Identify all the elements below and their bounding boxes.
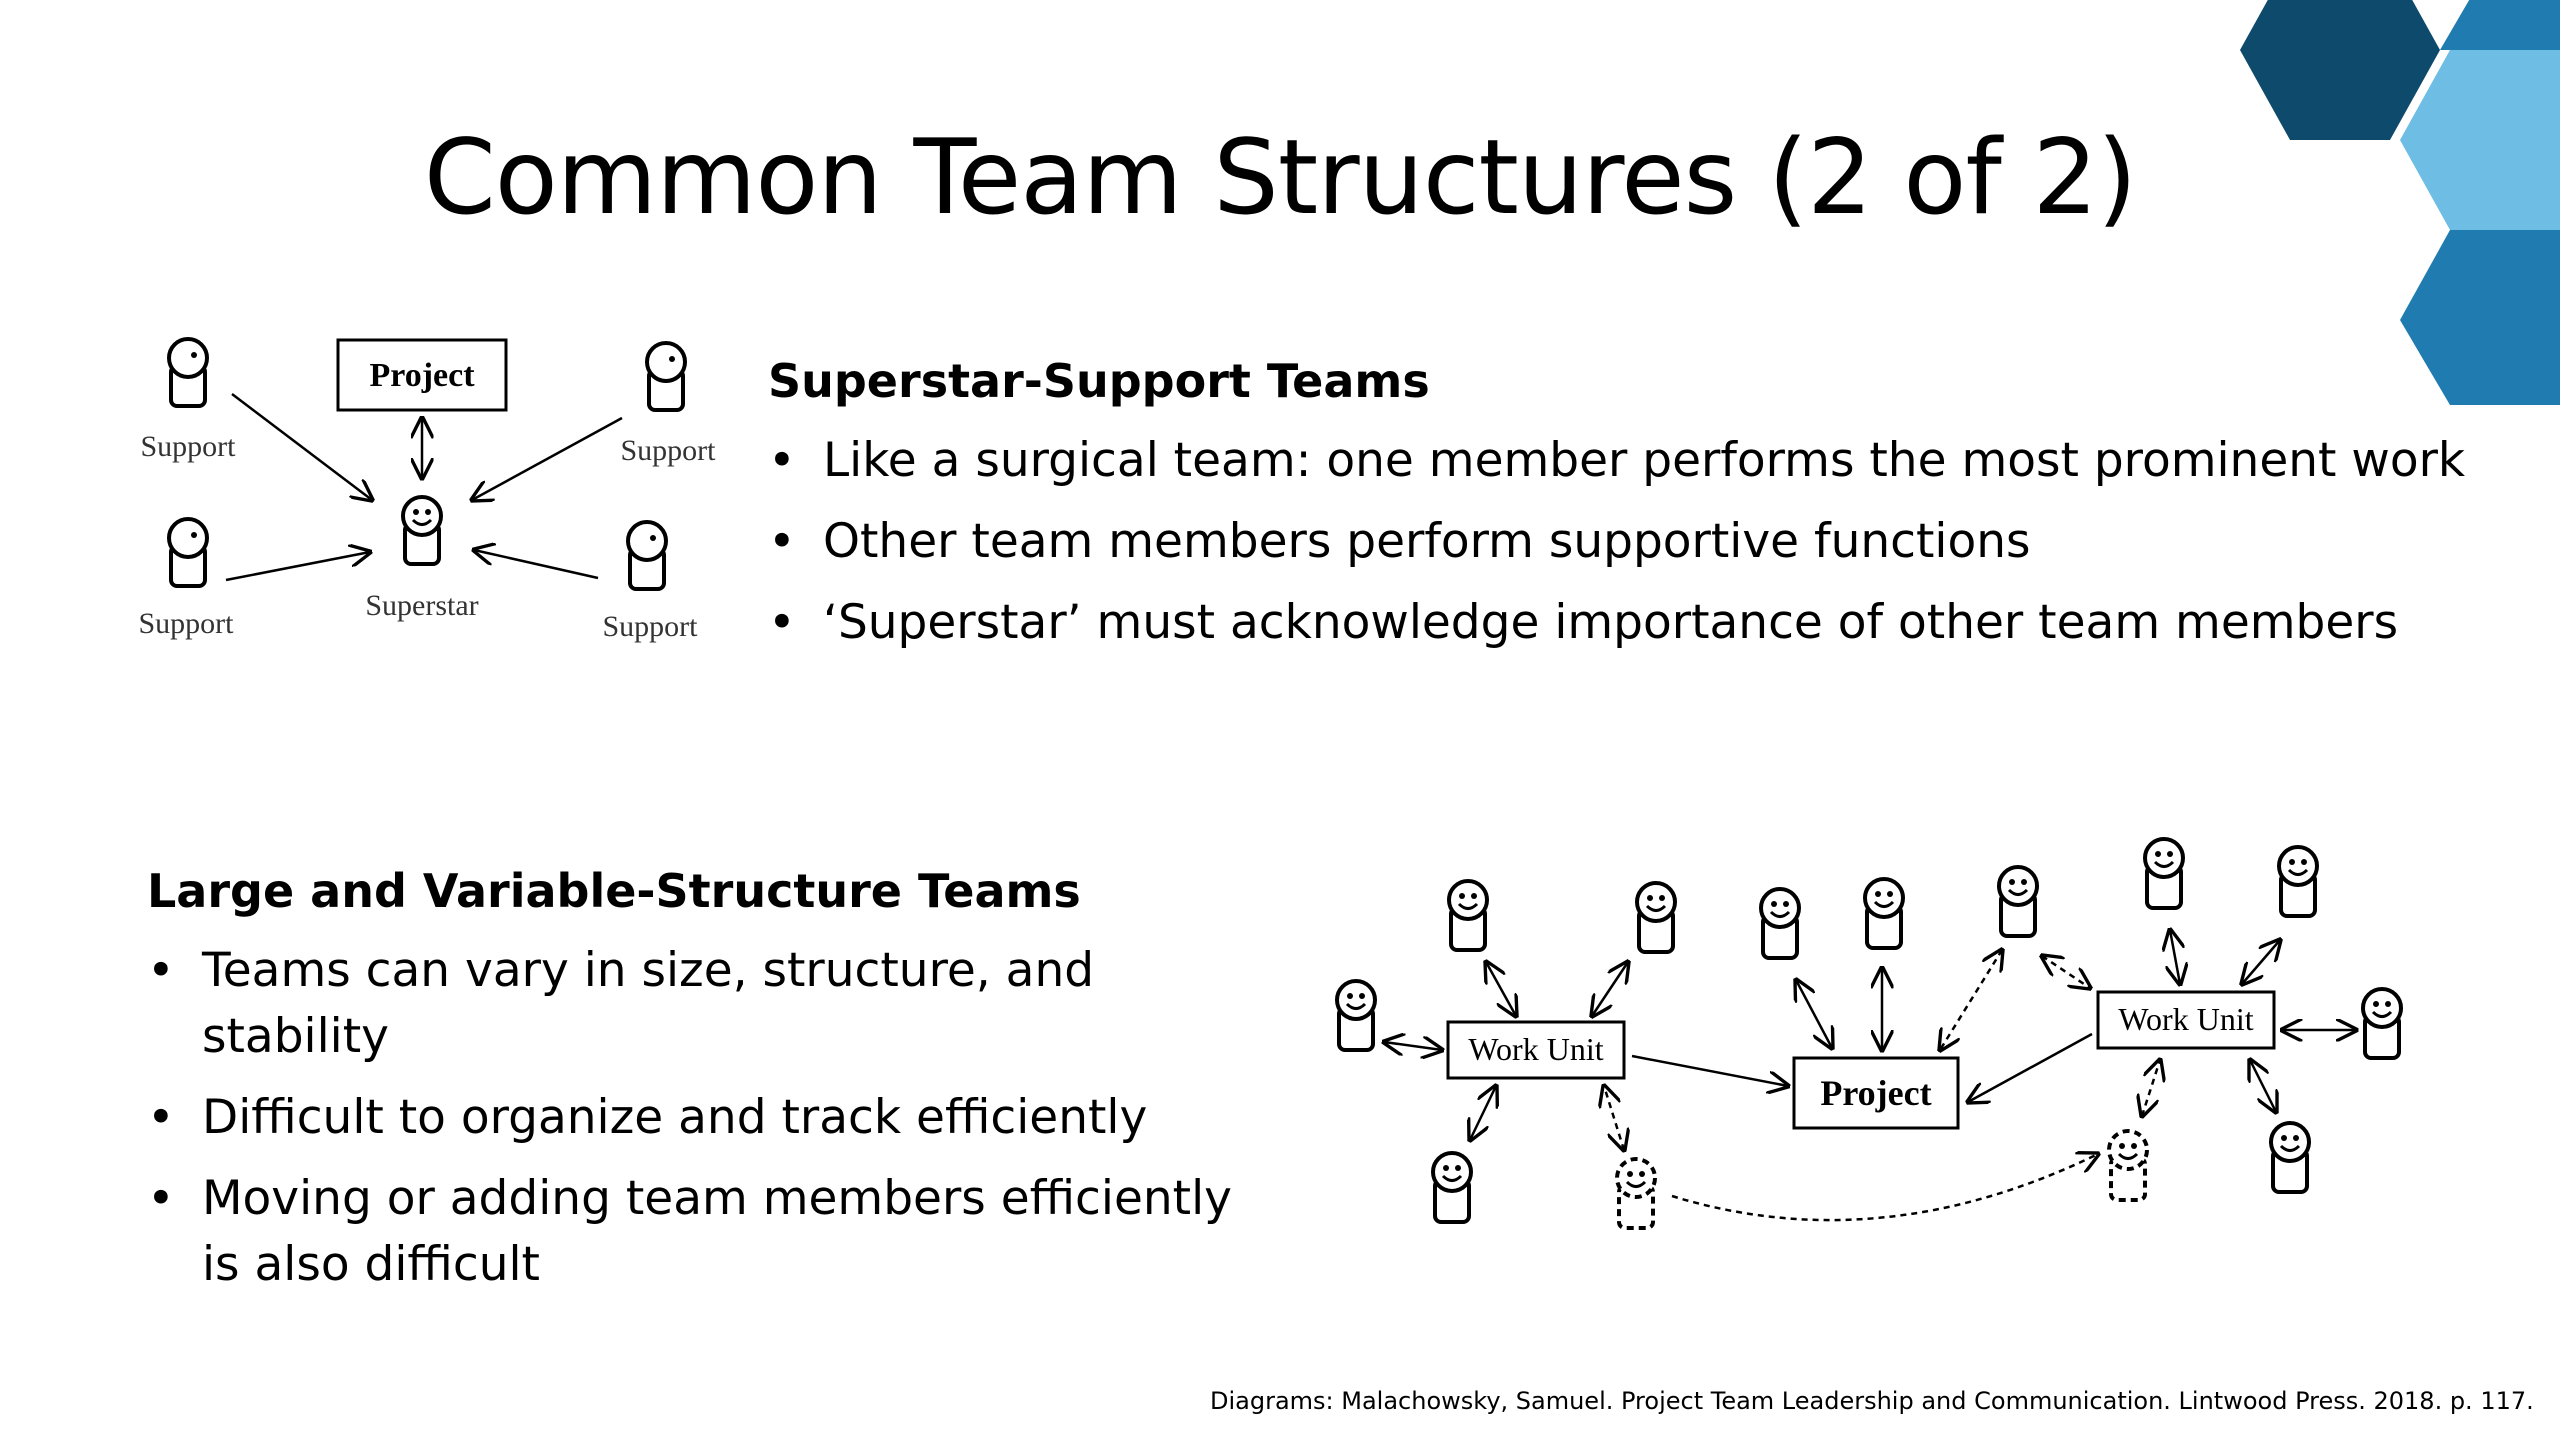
bullet-item: Teams can vary in size, structure, and s… <box>147 938 1277 1070</box>
superstar-label: Superstar <box>365 589 478 622</box>
arrow <box>2250 1060 2276 1112</box>
bullet-item: Like a surgical team: one member perform… <box>768 428 2465 494</box>
bullet-item: Moving or adding team members efficientl… <box>147 1166 1277 1298</box>
slide-title: Common Team Structures (2 of 2) <box>423 118 2137 238</box>
person-icon <box>2143 837 2185 910</box>
person-icon <box>2277 845 2319 918</box>
person-icon <box>1635 881 1677 954</box>
person-dashed-icon <box>1615 1157 1657 1230</box>
person-icon <box>1863 877 1905 950</box>
arrow <box>1384 1042 1442 1050</box>
project-label: Project <box>369 357 475 394</box>
arrow <box>1486 962 1516 1016</box>
large-section-heading: Large and Variable-Structure Teams <box>147 864 1081 918</box>
arrow <box>2170 930 2180 984</box>
bullet-item: Other team members perform supportive fu… <box>768 509 2428 575</box>
arrow <box>225 552 370 582</box>
arrow <box>1592 962 1628 1016</box>
project-label: Project <box>1820 1073 1931 1113</box>
support-label: Support <box>602 610 698 643</box>
hexagon-dark <box>2240 0 2440 140</box>
support-person-icon <box>167 517 209 588</box>
support-label: Support <box>138 607 234 640</box>
superstar-bullet-list: Like a surgical team: one member perform… <box>768 428 2465 671</box>
superstar-person-icon <box>401 495 443 566</box>
arrow <box>2042 956 2090 988</box>
person-dashed-icon <box>2107 1129 2149 1202</box>
large-bullet-list: Teams can vary in size, structure, and s… <box>147 938 1277 1313</box>
support-label: Support <box>620 434 716 467</box>
variable-structure-diagram: Work Unit Project Work Unit <box>1335 837 2403 1230</box>
arrow <box>1470 1086 1496 1140</box>
support-person-icon <box>626 520 668 591</box>
arrow <box>231 393 372 500</box>
arrow <box>2242 940 2280 984</box>
person-icon <box>1431 1151 1473 1224</box>
arrow <box>1631 1054 1788 1086</box>
person-icon <box>1447 879 1489 952</box>
hexagon-light <box>2400 50 2560 230</box>
superstar-support-diagram: Project Support Support Support Support … <box>138 337 716 643</box>
hexagon-mid-top <box>2440 0 2560 50</box>
project-box <box>336 338 508 412</box>
person-icon <box>1335 979 1377 1052</box>
arrow <box>472 416 623 500</box>
arrow <box>474 550 599 580</box>
arrow <box>1940 950 2002 1050</box>
work-unit-box <box>1446 1020 1626 1080</box>
person-icon <box>1997 865 2039 938</box>
support-label: Support <box>140 430 236 463</box>
support-person-icon <box>645 341 687 412</box>
project-box <box>1792 1056 1960 1130</box>
arrow <box>1604 1086 1624 1150</box>
arrow <box>1968 1032 2093 1102</box>
person-icon <box>2269 1121 2311 1194</box>
work-unit-label: Work Unit <box>2118 1001 2253 1037</box>
person-icon <box>1759 887 1801 960</box>
work-unit-box <box>2096 990 2276 1050</box>
bullet-item: Difficult to organize and track efficien… <box>147 1085 1277 1151</box>
dashed-transfer-arrow <box>1671 1154 2098 1222</box>
person-icon <box>2361 987 2403 1060</box>
hexagon-mid <box>2400 230 2560 405</box>
superstar-section-heading: Superstar-Support Teams <box>768 354 1430 408</box>
diagram-citation: Diagrams: Malachowsky, Samuel. Project T… <box>1210 1387 2534 1415</box>
hexagon-decoration <box>2240 0 2560 405</box>
work-unit-label: Work Unit <box>1468 1031 1603 1067</box>
support-person-icon <box>167 337 209 408</box>
arrow <box>1796 980 1832 1048</box>
arrow <box>2142 1060 2160 1116</box>
bullet-item: ‘Superstar’ must acknowledge importance … <box>768 590 2428 656</box>
